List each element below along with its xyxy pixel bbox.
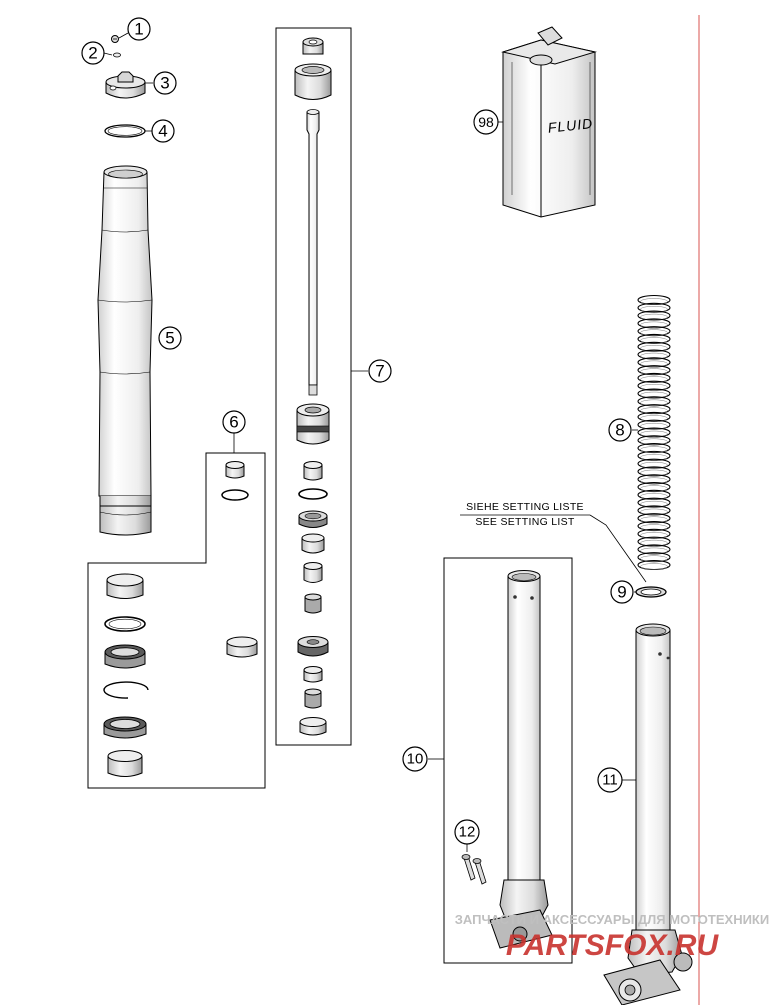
- spring-coil-inner: [640, 422, 668, 430]
- callout-4-label: 4: [158, 122, 167, 141]
- spring-coil-inner: [640, 547, 668, 555]
- can-label: FLUID: [547, 115, 594, 136]
- callout-3: 3: [153, 71, 177, 95]
- callout-7-label: 7: [375, 362, 384, 381]
- callout-5-label: 5: [165, 329, 174, 348]
- spring-coil-inner: [640, 352, 668, 360]
- spring-coil-inner: [640, 438, 668, 446]
- spring-coil-inner: [640, 306, 668, 313]
- callout-1: 1: [127, 17, 151, 41]
- spring-coil-inner: [640, 563, 668, 570]
- callout-7: 7: [368, 359, 392, 383]
- spring-coil-inner: [640, 313, 668, 321]
- spring-coil-inner: [640, 500, 668, 508]
- callout-10-label: 10: [407, 751, 424, 768]
- spring-coil-inner: [640, 532, 668, 539]
- spring-coil-inner: [640, 298, 668, 305]
- spring-coil-inner: [640, 391, 668, 399]
- callout-1-label: 1: [134, 20, 143, 39]
- callout-3-label: 3: [160, 74, 169, 93]
- part-2-washer: [103, 52, 121, 58]
- spring-coil-inner: [640, 368, 668, 375]
- callout-2: 2: [81, 41, 105, 65]
- part-3-screw-cap: [105, 71, 153, 99]
- part-4-o-ring: [104, 124, 152, 138]
- spring-coil-inner: [640, 555, 668, 562]
- spring-coil-inner: [640, 399, 668, 407]
- part-6-kit: [87, 433, 266, 789]
- spring-coil-inner: [640, 469, 668, 477]
- part-5-outer-tube: [97, 165, 153, 536]
- watermark-brand: PARTSFOX.RU: [506, 929, 720, 962]
- part-10-inner-tube: [428, 557, 573, 964]
- spring-coil-inner: [640, 337, 668, 344]
- spring-coil-inner: [640, 430, 668, 438]
- callout-4: 4: [151, 119, 175, 143]
- callout-6: 6: [222, 410, 246, 434]
- spring-coil-inner: [640, 461, 668, 469]
- setting-note-de: SIEHE SETTING LISTE: [466, 501, 584, 513]
- callout-5: 5: [158, 326, 182, 350]
- callout-9: 9: [610, 580, 634, 604]
- callout-6-label: 6: [229, 413, 238, 432]
- spring-coil-inner: [640, 508, 668, 516]
- spring-coil-inner: [640, 383, 668, 391]
- callout-11: 11: [597, 767, 623, 793]
- callout-11-label: 11: [602, 772, 618, 789]
- spring-coil-inner: [640, 524, 668, 531]
- callout-2-label: 2: [88, 44, 97, 63]
- callout-98: 98: [473, 109, 499, 135]
- spring-coil-inner: [640, 415, 668, 422]
- callout-9-label: 9: [617, 583, 626, 602]
- spring-coil-inner: [640, 360, 668, 368]
- spring-coil-inner: [640, 516, 668, 523]
- part-9-spacer: [460, 514, 667, 598]
- part-1-screw: [111, 32, 129, 43]
- spring-coil-inner: [640, 539, 668, 547]
- spring-coil-inner: [640, 407, 668, 414]
- spring-coil-inner: [640, 454, 668, 461]
- callout-12: 12: [454, 819, 480, 845]
- part-7-cartridge-kit: [275, 27, 368, 746]
- spring-coil-inner: [640, 485, 668, 492]
- spring-coil-inner: [640, 376, 668, 383]
- spring-coil-inner: [640, 446, 668, 453]
- spring-coil-inner: [640, 329, 668, 336]
- spring-coil-inner: [640, 493, 668, 500]
- callout-8-label: 8: [615, 421, 624, 440]
- spring-coil-inner: [640, 321, 668, 329]
- spring-coil-inner: [640, 477, 668, 485]
- callout-10: 10: [402, 746, 428, 772]
- setting-note-en: SEE SETTING LIST: [475, 516, 575, 528]
- part-8-spring: [637, 294, 671, 571]
- part-98-fluid-can: FLUID: [498, 26, 597, 218]
- callout-98-label: 98: [478, 114, 494, 130]
- callout-8: 8: [608, 418, 632, 442]
- spring-coil-inner: [640, 345, 668, 352]
- callout-12-label: 12: [459, 824, 476, 841]
- watermark-tagline: ЗАПЧАСТИ И АКСЕССУАРЫ ДЛЯ МОТОТЕХНИКИ: [455, 912, 769, 927]
- part-11-inner-tube: [603, 623, 693, 1005]
